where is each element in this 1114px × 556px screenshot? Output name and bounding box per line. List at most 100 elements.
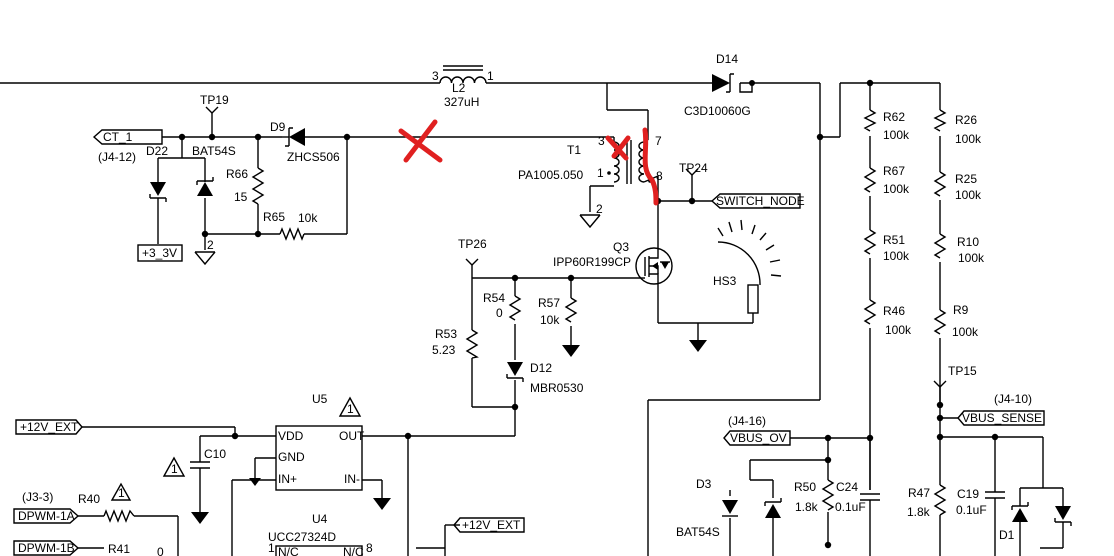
r47-ref: R47 [908, 486, 930, 500]
port-3v3: +3_3V [137, 244, 183, 262]
u5-pin-inp: IN+ [278, 472, 297, 486]
red-annotation-marks [398, 119, 659, 206]
r26-ref: R26 [955, 113, 977, 127]
d22-gnd-pin: 2 [207, 238, 214, 252]
c24-value: 0.1uF [835, 500, 866, 514]
capacitor-c19: C19 0.1uF [956, 487, 1005, 517]
v12ext2-label: +12V_EXT [462, 518, 521, 532]
testpoint-tp19: TP19 [200, 93, 229, 114]
u4-pin-nc2: N/C [343, 545, 364, 556]
r46-value: 100k [885, 323, 912, 337]
r26-value: 100k [955, 132, 982, 146]
d3-ref: D3 [696, 477, 712, 491]
d22-ref: D22 [146, 144, 168, 158]
r46-ref: R46 [883, 304, 905, 318]
r47-value: 1.8k [907, 505, 931, 519]
resistor-r25: R25 100k [933, 171, 982, 202]
resistor-r67: R67 100k [863, 164, 910, 196]
c10-ref: C10 [204, 447, 226, 461]
u4-part: UCC27324D [268, 530, 336, 544]
r53-value: 5.23 [432, 343, 456, 357]
r67-ref: R67 [883, 164, 905, 178]
tp19-label: TP19 [200, 93, 229, 107]
ic-u4: U4 UCC27324D N/C N/C 1 8 [268, 512, 373, 556]
c19-value: 0.1uF [956, 503, 987, 517]
resistor-r65: R65 10k [263, 210, 318, 241]
hs3-label: HS3 [713, 274, 737, 288]
l2-value: 327uH [444, 95, 479, 109]
r53-ref: R53 [435, 327, 457, 341]
u5-pin-inn: IN- [344, 472, 360, 486]
port-vbus-sense: VBUS_SENSE (J4-10) [957, 392, 1045, 426]
t1-pin-3: 3 [598, 134, 605, 148]
r10-ref: R10 [957, 235, 979, 249]
testpoint-tp26: TP26 [458, 237, 487, 266]
v33-label: +3_3V [142, 246, 177, 260]
r10-value: 100k [958, 251, 985, 265]
r50-ref: R50 [794, 480, 816, 494]
resistor-r26: R26 100k [933, 109, 982, 146]
u4-pin-1: 1 [268, 541, 275, 555]
t1-pin-7: 7 [655, 134, 662, 148]
resistor-r57: R57 10k [538, 296, 578, 327]
r57-ref: R57 [538, 296, 560, 310]
heatsink-hs3: HS3 [698, 219, 782, 324]
r9-ref: R9 [953, 303, 969, 317]
resistor-r46: R46 100k [863, 299, 912, 337]
resistor-r51: R51 100k [863, 229, 910, 263]
u5-ref: U5 [312, 392, 328, 406]
switch-node-label: SWITCH_NODE [716, 194, 805, 208]
t1-part: PA1005.050 [518, 168, 583, 182]
resistor-r9: R9 100k [933, 303, 979, 339]
diode-d9: D9 ZHCS506 [270, 120, 340, 164]
r65-ref: R65 [263, 210, 285, 224]
resistor-r54: R54 0 [483, 291, 522, 321]
q3-part: IPP60R199CP [553, 255, 631, 269]
r9-value: 100k [952, 325, 979, 339]
testpoint-tp24: TP24 [679, 161, 708, 176]
t1-gnd-pin: 2 [596, 202, 603, 216]
u5-pin-out: OUT [339, 429, 365, 443]
t1-pin-1: 1 [597, 166, 604, 180]
t1-ref: T1 [567, 143, 581, 157]
r57-value: 10k [540, 313, 560, 327]
vbus-ov-label: VBUS_OV [730, 431, 787, 445]
u4-pin-8: 8 [366, 541, 373, 555]
port-vbus-ov: VBUS_OV (J4-16) [723, 414, 791, 446]
mosfet-q3: Q3 IPP60R199CP [553, 240, 673, 285]
port-12v-ext-2: +12V_EXT [453, 517, 525, 533]
r66-ref: R66 [226, 167, 248, 181]
dpwm1a-ref: (J3-3) [22, 490, 53, 504]
tp15-label: TP15 [948, 364, 977, 378]
d12-part: MBR0530 [530, 381, 584, 395]
dpwm1a-label: DPWM-1A [18, 509, 75, 523]
resistor-r10: R10 100k [933, 233, 985, 265]
r54-ref: R54 [483, 291, 505, 305]
c10-warning-num: 1 [171, 462, 178, 476]
diode-d1: D1 [999, 502, 1072, 542]
r65-value: 10k [298, 211, 318, 225]
d22-part: BAT54S [192, 144, 236, 158]
resistor-r47: R47 1.8k [907, 484, 947, 519]
diode-d12: D12 MBR0530 [506, 361, 584, 395]
l2-ref: L2 [452, 81, 466, 95]
capacitor-c24: C24 0.1uF [835, 480, 880, 514]
r51-ref: R51 [883, 233, 905, 247]
port-switch-node: SWITCH_NODE [710, 193, 805, 209]
r51-value: 100k [883, 249, 910, 263]
ct1-ref: (J4-12) [98, 150, 136, 164]
inductor-l2: 3 1 L2 327uH [432, 65, 494, 109]
port-ct1: CT_1 (J4-12) [92, 129, 163, 164]
r50-value: 1.8k [795, 500, 819, 514]
l2-pin-3: 3 [432, 69, 439, 83]
diode-d14: D14 C3D10060G [684, 52, 755, 118]
d14-part: C3D10060G [684, 104, 751, 118]
tp26-label: TP26 [458, 237, 487, 251]
resistor-r40: R40 1 [78, 482, 135, 523]
r62-ref: R62 [883, 110, 905, 124]
vbus-sense-label: VBUS_SENSE [962, 411, 1042, 425]
u5-warning-num: 1 [347, 402, 354, 416]
c19-ref: C19 [957, 487, 979, 501]
testpoint-tp15: TP15 [933, 364, 977, 405]
